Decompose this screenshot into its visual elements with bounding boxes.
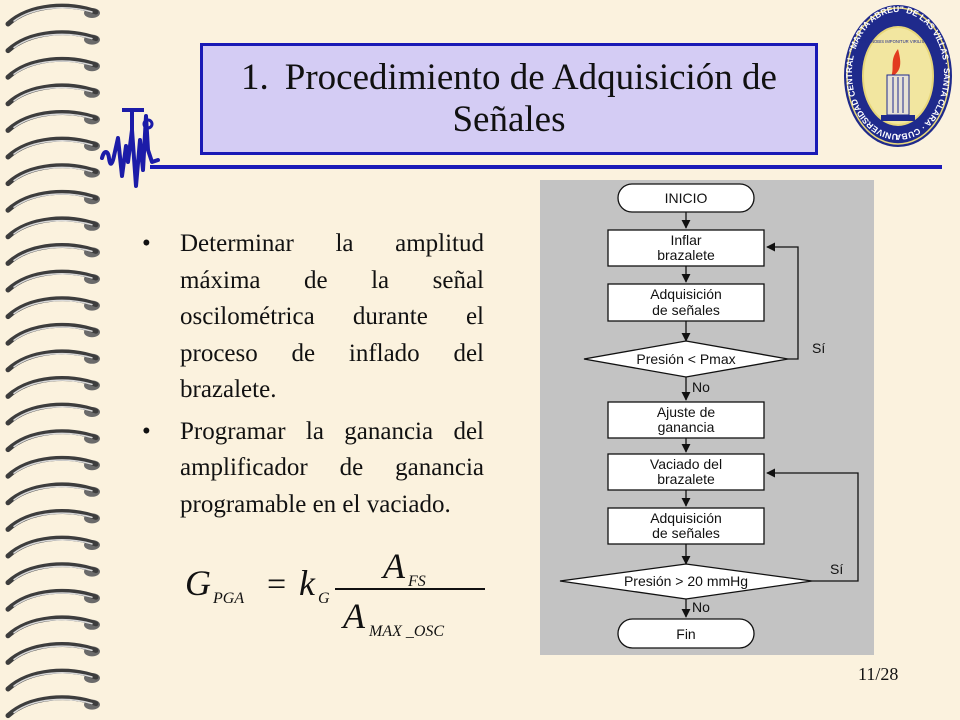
title-number: 1. — [241, 57, 269, 98]
flowchart-step-deflate-line2: brazalete — [657, 471, 715, 487]
formula-lhs-sub: PGA — [212, 590, 244, 607]
spiral-ring-icon — [5, 163, 100, 187]
flowchart-start-label: INICIO — [665, 190, 708, 206]
formula-k-sub: G — [318, 590, 330, 607]
flowchart-step-inflate-line1: Inflar — [670, 232, 701, 248]
flowchart-no-label-1: No — [692, 379, 710, 395]
spiral-ring-icon — [5, 110, 100, 133]
title-line-1: Procedimiento de Adquisición de — [284, 57, 777, 98]
flowchart-yes-label-2: Sí — [830, 561, 843, 577]
spiral-ring-icon — [5, 535, 100, 559]
flowchart-step-deflate — [607, 453, 765, 491]
flowchart-step-acquire-1 — [607, 283, 765, 322]
spiral-ring-icon — [5, 482, 100, 506]
spiral-ring-icon — [5, 429, 100, 453]
spiral-ring-icon — [5, 56, 100, 80]
slide-title: 1. Procedimiento de Adquisición de Señal… — [200, 43, 818, 155]
flowchart-step-gain-line1: Ajuste de — [657, 404, 716, 420]
flowchart-decision-pmax-label: Presión < Pmax — [636, 351, 735, 367]
flowchart-yes-label-1: Sí — [812, 340, 825, 356]
spiral-ring-icon — [5, 615, 100, 639]
bullet-text-2: Programar la ganancia del amplificador d… — [180, 417, 484, 518]
spiral-ring-icon — [5, 136, 100, 160]
spiral-ring-icon — [5, 189, 100, 213]
spiral-ring-icon — [5, 642, 100, 665]
bullet-marker: • — [142, 417, 151, 445]
title-line-2: Señales — [452, 99, 566, 140]
formula-denominator-sub: MAX _OSC — [368, 623, 444, 640]
spiral-ring-icon — [5, 349, 100, 373]
flowchart-step-acquire-2-line2: de señales — [652, 525, 720, 541]
flowchart-step-inflate — [607, 229, 765, 267]
bullet-item-2: • Programar la ganancia del amplificador… — [142, 414, 484, 524]
seal-motto: SOLA NOBIS IMPONITUR VIRILIS TOGA — [859, 39, 937, 44]
spiral-ring-icon — [5, 509, 100, 532]
spiral-ring-icon — [5, 243, 100, 266]
formula-k: k — [299, 563, 316, 603]
university-seal-logo: UNIVERSIDAD CENTRAL "MARTA ABREU" DE LAS… — [843, 3, 952, 147]
acquisition-flowchart: INICIO Inflar brazalete Adquisición de s… — [540, 180, 874, 655]
flowchart-end-label: Fin — [676, 626, 695, 642]
flowchart-step-inflate-line2: brazalete — [657, 247, 715, 263]
spiral-ring-icon — [5, 588, 100, 612]
page-number: 11/28 — [858, 664, 899, 684]
bullet-text-1: Determinar la amplitud máxima de la seña… — [180, 230, 484, 403]
formula-numerator-sub: FS — [407, 573, 426, 590]
seal-year: 1948 — [890, 126, 906, 133]
flowchart-decision-20mmhg-label: Presión > 20 mmHg — [624, 573, 748, 589]
flowchart-step-acquire-2 — [607, 507, 765, 545]
spiral-ring-icon — [5, 455, 100, 479]
flowchart-step-acquire-1-line2: de señales — [652, 302, 720, 318]
spiral-ring-icon — [5, 3, 100, 27]
spiral-ring-icon — [5, 322, 100, 346]
formula-denominator: A — [341, 596, 366, 636]
spiral-ring-icon — [5, 695, 100, 719]
spiral-ring-icon — [5, 269, 100, 293]
bullet-item-1: • Determinar la amplitud máxima de la se… — [142, 226, 484, 409]
bullet-marker: • — [142, 230, 151, 257]
flowchart-start — [617, 183, 755, 213]
formula-lhs: G — [185, 563, 211, 603]
signal-waveform-logo-icon — [100, 108, 160, 188]
spiral-ring-icon — [5, 83, 100, 107]
flowchart-no-label-2: No — [692, 599, 710, 615]
flowchart-end — [617, 618, 755, 649]
flowchart-step-acquire-1-line1: Adquisición — [650, 286, 722, 302]
flowchart-step-gain-line2: ganancia — [658, 419, 715, 435]
spiral-ring-icon — [5, 296, 100, 320]
spiral-binding — [5, 3, 100, 719]
flowchart-step-gain — [607, 401, 765, 439]
spiral-ring-icon — [5, 30, 100, 54]
gain-formula: G PGA = k G A FS A MAX _OSC — [185, 546, 485, 640]
spiral-ring-icon — [5, 402, 100, 426]
title-underline-rule — [150, 165, 942, 169]
flowchart-decision-20mmhg — [559, 563, 813, 600]
formula-equals: = — [267, 566, 286, 603]
bullet-list: • Determinar la amplitud máxima de la se… — [142, 226, 484, 528]
spiral-ring-icon — [5, 376, 100, 399]
flowchart-step-deflate-line1: Vaciado del — [650, 456, 722, 472]
spiral-ring-icon — [5, 562, 100, 586]
formula-numerator: A — [381, 546, 406, 586]
spiral-ring-icon — [5, 216, 100, 240]
spiral-ring-icon — [5, 668, 100, 692]
flowchart-decision-pmax — [583, 340, 789, 378]
flowchart-step-acquire-2-line1: Adquisición — [650, 510, 722, 526]
